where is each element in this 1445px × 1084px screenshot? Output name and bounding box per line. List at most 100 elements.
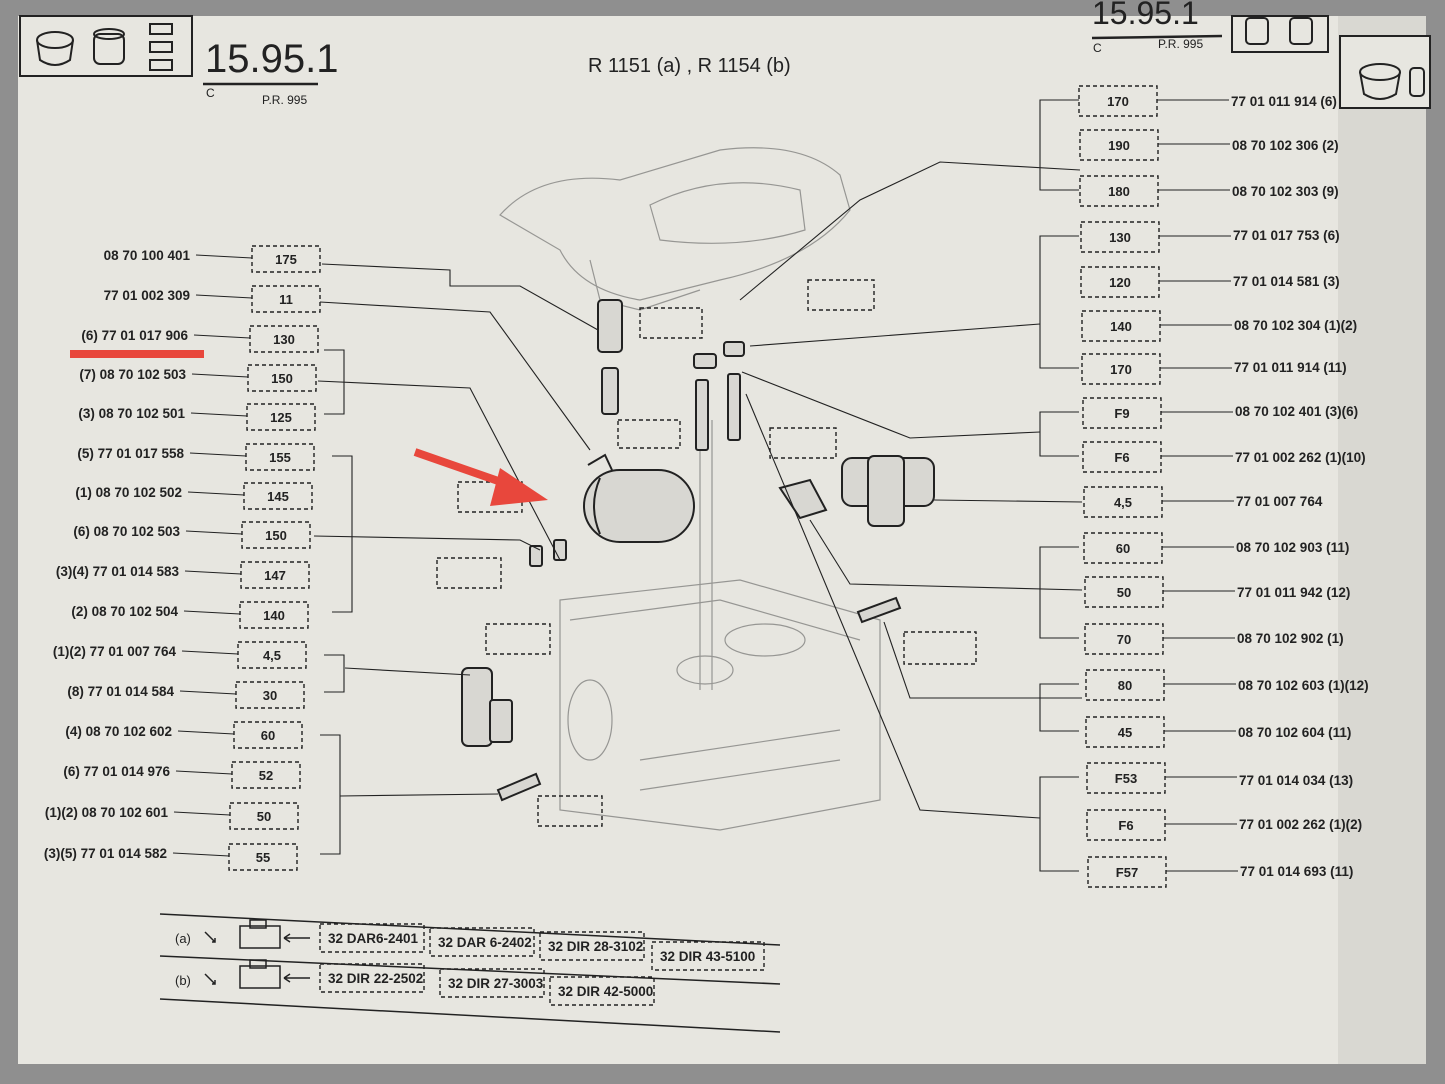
right-part-code: 08 70 102 604 (11) xyxy=(1238,725,1351,740)
right-callout-box xyxy=(1079,175,1159,207)
legend-code: 32 DIR 28-3102 xyxy=(548,939,643,954)
next-page-edge xyxy=(1338,16,1426,1064)
right-callout-number: 130 xyxy=(1109,230,1131,245)
left-callout-box xyxy=(239,601,309,629)
left-part-code: (2) 08 70 102 504 xyxy=(71,604,178,619)
left-part-code: (1)(2) 77 01 007 764 xyxy=(53,644,177,659)
right-callout-number: F6 xyxy=(1114,450,1129,465)
right-callout-box xyxy=(1079,129,1159,161)
legend-code-box xyxy=(319,923,425,953)
right-callout-number: 170 xyxy=(1107,94,1129,109)
right-part-code: 77 01 007 764 xyxy=(1236,494,1323,509)
right-callout-box xyxy=(1080,266,1160,298)
legend-code: 32 DIR 27-3003 xyxy=(448,976,544,991)
next-page-prefix: C xyxy=(1093,41,1102,55)
left-part-code: (8) 77 01 014 584 xyxy=(67,684,174,699)
right-callout-number: 60 xyxy=(1116,541,1130,556)
float-part xyxy=(583,453,695,543)
left-callout-box xyxy=(246,403,316,431)
right-part-code: 77 01 014 034 (13) xyxy=(1239,773,1353,788)
left-part-code: (7) 08 70 102 503 xyxy=(79,367,186,382)
left-callout-box xyxy=(237,641,307,669)
side-page-icon xyxy=(1339,35,1431,109)
right-callout-number: 45 xyxy=(1118,725,1132,740)
right-callout-box xyxy=(1081,310,1161,342)
legend-row-a-items: 32 DAR6-2401 32 DAR 6-2402 32 DIR 28-3102 3… xyxy=(319,923,765,971)
right-part-code: 77 01 002 262 (1)(10) xyxy=(1235,450,1366,465)
right-callout-box xyxy=(1083,486,1163,518)
right-callout-number: 70 xyxy=(1117,632,1131,647)
legend-code: 32 DAR 6-2402 xyxy=(438,935,532,950)
left-callout-box xyxy=(231,761,301,789)
right-callout-box xyxy=(1084,576,1164,608)
pr-reference: P.R. 995 xyxy=(262,93,307,107)
right-part-code: 77 01 011 942 (12) xyxy=(1237,585,1350,600)
left-part-code: (6) 08 70 102 503 xyxy=(73,524,180,539)
left-callout-box xyxy=(245,443,315,471)
left-callout-number: 150 xyxy=(265,528,287,543)
left-callout-number: 150 xyxy=(271,371,293,386)
left-callout-number: 147 xyxy=(264,568,286,583)
left-callout-box xyxy=(228,843,298,871)
right-part-code: 08 70 102 902 (1) xyxy=(1237,631,1344,646)
legend-row-b-label: (b) xyxy=(175,973,191,988)
left-callout-box xyxy=(243,482,313,510)
legend-code: 32 DIR 42-5000 xyxy=(558,984,653,999)
legend-row-a-label: (a) xyxy=(175,931,191,946)
next-pr-reference: P.R. 995 xyxy=(1158,37,1203,51)
right-part-code: 77 01 014 693 (11) xyxy=(1240,864,1353,879)
left-callout-number: 125 xyxy=(270,410,292,425)
right-part-code: 77 01 011 914 (11) xyxy=(1234,360,1347,375)
carburettor-parts-icon xyxy=(19,15,193,77)
left-callout-box xyxy=(229,802,299,830)
legend-code: 32 DIR 43-5100 xyxy=(660,949,755,964)
right-part-code: 77 01 014 581 (3) xyxy=(1233,274,1340,289)
left-callout-number: 145 xyxy=(267,489,289,504)
left-part-code: 77 01 002 309 xyxy=(104,288,190,303)
right-callout-box xyxy=(1085,716,1165,748)
right-callout-box xyxy=(1084,623,1164,655)
right-part-code: 08 70 102 303 (9) xyxy=(1232,184,1339,199)
page-prefix: C xyxy=(206,86,215,100)
right-callout-box xyxy=(1087,856,1167,888)
right-callout-number: 50 xyxy=(1117,585,1131,600)
left-callout-box xyxy=(235,681,305,709)
carburettor-exploded-drawing xyxy=(499,147,881,831)
right-callout-number: 120 xyxy=(1109,275,1131,290)
right-part-code: 08 70 102 304 (1)(2) xyxy=(1234,318,1357,333)
jet-holder-part xyxy=(461,299,935,802)
red-underline-annotation xyxy=(70,350,204,358)
left-callout-number: 155 xyxy=(269,450,291,465)
right-callout-number: 140 xyxy=(1110,319,1132,334)
left-part-code: (6) 77 01 017 906 xyxy=(81,328,188,343)
left-callout-number: 175 xyxy=(275,252,297,267)
next-page-number: 15.95.1 xyxy=(1092,0,1199,31)
right-part-code: 77 01 002 262 (1)(2) xyxy=(1239,817,1362,832)
right-part-code: 08 70 102 903 (11) xyxy=(1236,540,1349,555)
left-callout-number: 4,5 xyxy=(263,648,281,663)
left-part-code: (1) 08 70 102 502 xyxy=(75,485,182,500)
left-callout-box xyxy=(240,561,310,589)
left-part-code: (1)(2) 08 70 102 601 xyxy=(45,805,169,820)
next-page-icon xyxy=(1231,15,1329,53)
right-callout-box xyxy=(1086,809,1166,841)
left-callout-number: 130 xyxy=(273,332,295,347)
left-part-code: (5) 77 01 017 558 xyxy=(77,446,184,461)
legend-code: 32 DAR6-2401 xyxy=(328,931,419,946)
left-callout-number: 55 xyxy=(256,850,270,865)
right-callout-number: F53 xyxy=(1115,771,1137,786)
left-part-code: (3)(5) 77 01 014 582 xyxy=(44,846,167,861)
legend-code: 32 DIR 22-2502 xyxy=(328,971,423,986)
left-callout-number: 60 xyxy=(261,728,275,743)
legend-code-box xyxy=(429,927,535,957)
legend: (a) (b) 32 DAR6-2401 32 DAR 6-2402 32 DIR … xyxy=(159,913,781,1033)
left-part-code: (3)(4) 77 01 014 583 xyxy=(56,564,180,579)
right-callout-box xyxy=(1082,397,1162,429)
left-callout-number: 140 xyxy=(263,608,285,623)
left-part-code: (3) 08 70 102 501 xyxy=(78,406,185,421)
left-callout-number: 50 xyxy=(257,809,271,824)
legend-row-b-items: 32 DIR 22-2502 32 DIR 27-3003 32 DIR 42-50… xyxy=(319,963,655,1006)
